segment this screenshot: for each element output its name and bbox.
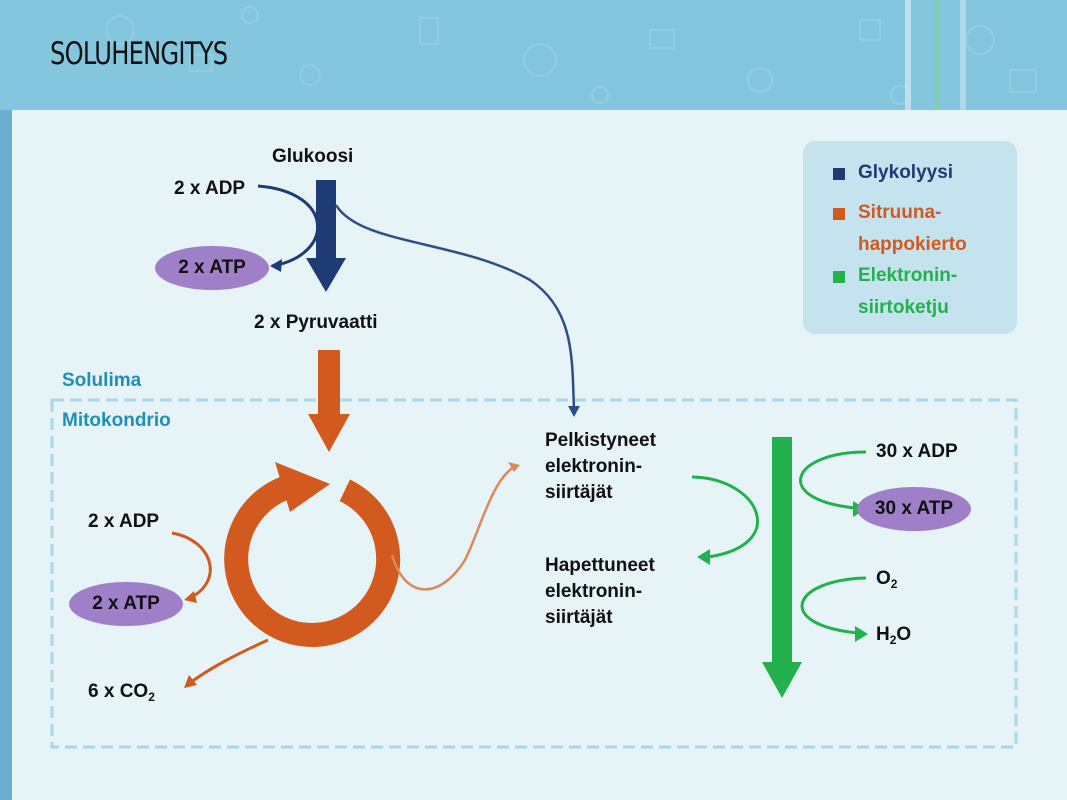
mitochondrion-label: Mitokondrio <box>62 410 171 431</box>
co2-label: 6 x CO2 <box>88 679 155 705</box>
citric-atp-label: 2 x ATP <box>92 593 160 614</box>
co2-arrowhead <box>184 675 197 688</box>
o2-label: O2 <box>876 566 897 592</box>
h2o-h-text: H <box>876 624 890 645</box>
glycolysis-atp-label: 2 x ATP <box>178 257 246 278</box>
etc-main-arrowhead <box>762 662 802 698</box>
cytoplasm-label: Solulima <box>62 370 142 391</box>
glycolysis-electron-path <box>334 204 576 411</box>
legend-swatch-etc <box>833 271 845 283</box>
o2-main-text: O <box>876 568 891 589</box>
glycolysis-main-arrowhead <box>306 258 346 292</box>
o2-subscript: 2 <box>890 577 898 591</box>
pyruvate-arrowhead <box>308 414 350 452</box>
citric-adp-curve <box>171 531 212 600</box>
pyruvate-label: 2 x Pyruvaatti <box>254 312 378 333</box>
header-banner: SOLUHENGITYS <box>0 0 1067 110</box>
glucose-label: Glukoosi <box>272 146 354 167</box>
citric-electron-path <box>390 465 515 591</box>
glycolysis-atp-arrowhead <box>270 259 282 272</box>
citric-atp-pill: 2 x ATP <box>69 582 183 626</box>
legend-swatch-citric <box>833 208 845 220</box>
etc-carrier-return-arrowhead <box>697 549 710 565</box>
etc-carrier-return-curve <box>691 475 759 559</box>
glycolysis-atp-pill: 2 x ATP <box>155 246 269 290</box>
co2-arrow <box>189 638 269 685</box>
h2o-o-text: O <box>896 624 912 645</box>
etc-main-arrow-shaft <box>772 437 792 665</box>
citric-cycle-ring <box>224 474 401 647</box>
legend-panel: Glykolyysi Sitruuna- happokierto Elektro… <box>803 141 1017 334</box>
mitochondrion-boundary <box>50 398 1018 749</box>
glycolysis-main-arrow-shaft <box>316 180 336 260</box>
legend-item-glycolysis: Glykolyysi <box>833 157 953 285</box>
citric-cycle-arrowhead <box>275 462 330 512</box>
header-pattern <box>0 0 1067 110</box>
citric-adp-label: 2 x ADP <box>88 511 160 532</box>
glycolysis-adp-curve <box>257 184 320 268</box>
co2-main-text: 6 x CO <box>88 681 149 702</box>
legend-swatch-glycolysis <box>833 168 845 180</box>
h2o-label: H2O <box>876 622 911 648</box>
etc-o2-curve <box>800 576 867 635</box>
etc-h2o-arrowhead <box>855 626 868 642</box>
legend-label-citric: Sitruuna- happokierto <box>858 202 967 255</box>
h2o-subscript: 2 <box>889 633 897 647</box>
oxidized-carriers-label: Hapettuneet elektronin- siirtäjät <box>545 555 655 628</box>
co2-subscript: 2 <box>148 690 155 704</box>
legend-item-citric: Sitruuna- happokierto <box>833 197 967 325</box>
etc-atp-label: 30 x ATP <box>874 498 954 519</box>
page-title: SOLUHENGITYS <box>50 36 228 72</box>
citric-atp-arrowhead <box>184 591 197 603</box>
citric-electron-arrowhead <box>508 462 520 472</box>
legend-item-etc: Elektronin- siirtoketju <box>833 260 957 388</box>
glycolysis-electron-arrowhead <box>568 406 580 417</box>
left-accent-bar <box>0 0 12 800</box>
reduced-carriers-label: Pelkistyneet elektronin- siirtäjät <box>545 430 656 503</box>
glycolysis-adp-label: 2 x ADP <box>174 178 246 199</box>
etc-atp-pill: 30 x ATP <box>857 487 971 531</box>
pyruvate-arrow-shaft <box>318 350 340 416</box>
legend-label-etc: Elektronin- siirtoketju <box>858 265 958 318</box>
legend-label-glycolysis: Glykolyysi <box>858 162 954 183</box>
etc-adp-label: 30 x ADP <box>876 441 958 462</box>
etc-adp-curve <box>799 450 867 510</box>
